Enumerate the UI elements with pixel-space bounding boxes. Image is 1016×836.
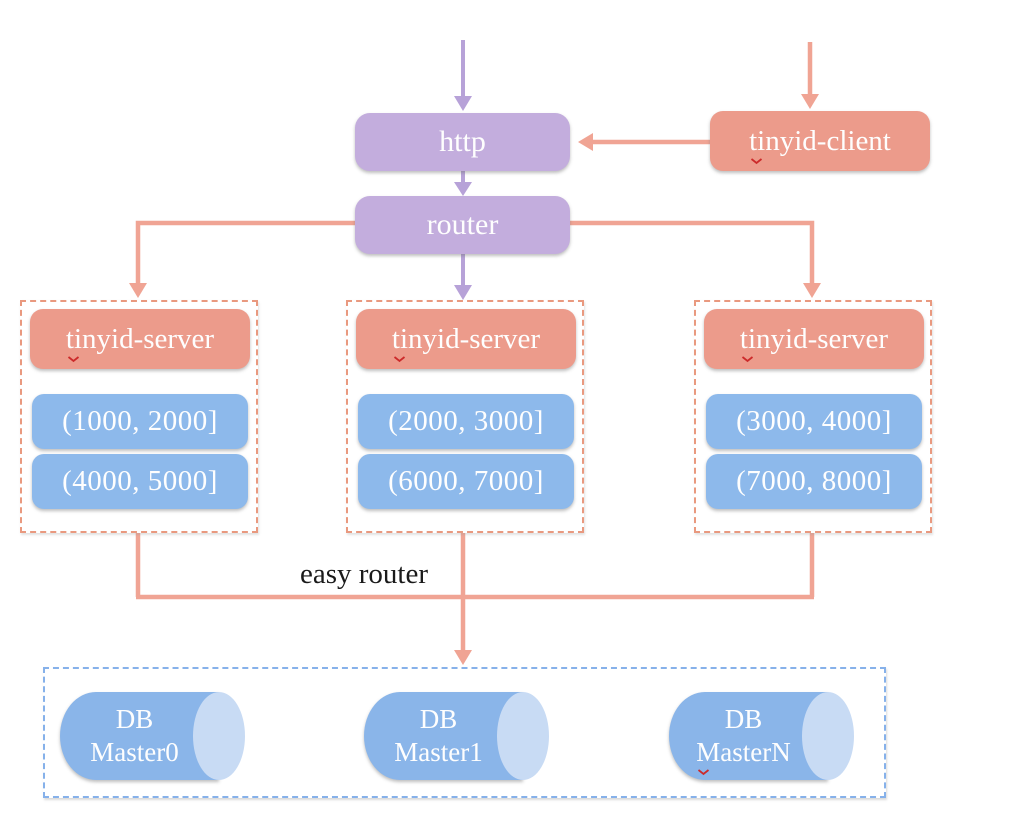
tinyid-server-node: tinyid-server xyxy=(30,309,250,369)
cylinder-cap xyxy=(802,692,854,780)
tinyid-server-node: tinyid-server xyxy=(704,309,924,369)
db-label-line1: DB xyxy=(724,704,763,734)
cylinder-cap xyxy=(193,692,245,780)
easy-router-label: easy router xyxy=(299,558,429,590)
http-node: http xyxy=(355,113,570,171)
arrowhead-router-to-server-middle-icon xyxy=(454,285,472,300)
id-range-label: (7000, 8000] xyxy=(736,465,892,497)
spellcheck-squiggle-icon xyxy=(393,355,405,362)
tinyid-client-label: tinyid-client xyxy=(749,124,891,157)
connector-servers-to-db xyxy=(135,533,815,651)
cylinder-body xyxy=(60,692,219,780)
db-label-line2: Master0 xyxy=(90,737,179,767)
spellcheck-squiggle-icon xyxy=(741,355,753,362)
db-label-line1: DB xyxy=(115,704,154,734)
spellcheck-squiggle-icon xyxy=(67,355,79,362)
router-node: router xyxy=(355,196,570,254)
cylinder-body xyxy=(669,692,828,780)
id-range-label: (4000, 5000] xyxy=(62,465,218,497)
arrow-router-to-server-right xyxy=(570,220,815,284)
arrow-router-to-server-left xyxy=(135,220,355,284)
id-range-pill: (1000, 2000] xyxy=(32,394,248,449)
arrowhead-client-to-http-icon xyxy=(578,133,593,151)
db-cylinder-master0: DB Master0 xyxy=(60,692,245,780)
id-range-label: (2000, 3000] xyxy=(388,405,544,437)
http-label: http xyxy=(439,125,486,158)
id-range-pill: (7000, 8000] xyxy=(706,454,922,509)
server-group-middle: tinyid-server (2000, 3000] (6000, 7000] xyxy=(346,300,584,533)
id-range-pill: (4000, 5000] xyxy=(32,454,248,509)
router-label: router xyxy=(426,208,499,241)
db-label-line1: DB xyxy=(419,704,458,734)
db-label-line2: MasterN xyxy=(696,737,791,767)
db-label-line2: Master1 xyxy=(394,737,483,767)
tinyid-server-label: tinyid-server xyxy=(65,322,215,355)
db-panel: DB Master0 DB Master1 DB MasterN xyxy=(43,667,886,798)
tinyid-server-label: tinyid-server xyxy=(739,322,889,355)
id-range-pill: (6000, 7000] xyxy=(358,454,574,509)
tinyid-client-node: tinyid-client xyxy=(710,111,930,171)
arrowhead-inbound-client-icon xyxy=(801,94,819,109)
spellcheck-squiggle-icon xyxy=(698,769,710,776)
arrowhead-router-to-server-left-icon xyxy=(129,283,147,298)
arrowhead-servers-to-db-icon xyxy=(454,650,472,665)
tinyid-server-label: tinyid-server xyxy=(391,322,541,355)
spellcheck-squiggle-icon xyxy=(751,157,763,164)
arrowhead-router-to-server-right-icon xyxy=(803,283,821,298)
id-range-label: (3000, 4000] xyxy=(736,405,892,437)
cylinder-cap xyxy=(497,692,549,780)
server-group-left: tinyid-server (1000, 2000] (4000, 5000] xyxy=(20,300,258,533)
arrowhead-inbound-http-icon xyxy=(454,96,472,111)
id-range-label: (6000, 7000] xyxy=(388,465,544,497)
tinyid-server-node: tinyid-server xyxy=(356,309,576,369)
db-cylinder-master1: DB Master1 xyxy=(364,692,549,780)
id-range-label: (1000, 2000] xyxy=(62,405,218,437)
server-group-right: tinyid-server (3000, 4000] (7000, 8000] xyxy=(694,300,932,533)
id-range-pill: (3000, 4000] xyxy=(706,394,922,449)
cylinder-body xyxy=(364,692,523,780)
id-range-pill: (2000, 3000] xyxy=(358,394,574,449)
arrowhead-http-to-router-icon xyxy=(454,182,472,196)
db-cylinder-masterN: DB MasterN xyxy=(669,692,854,780)
